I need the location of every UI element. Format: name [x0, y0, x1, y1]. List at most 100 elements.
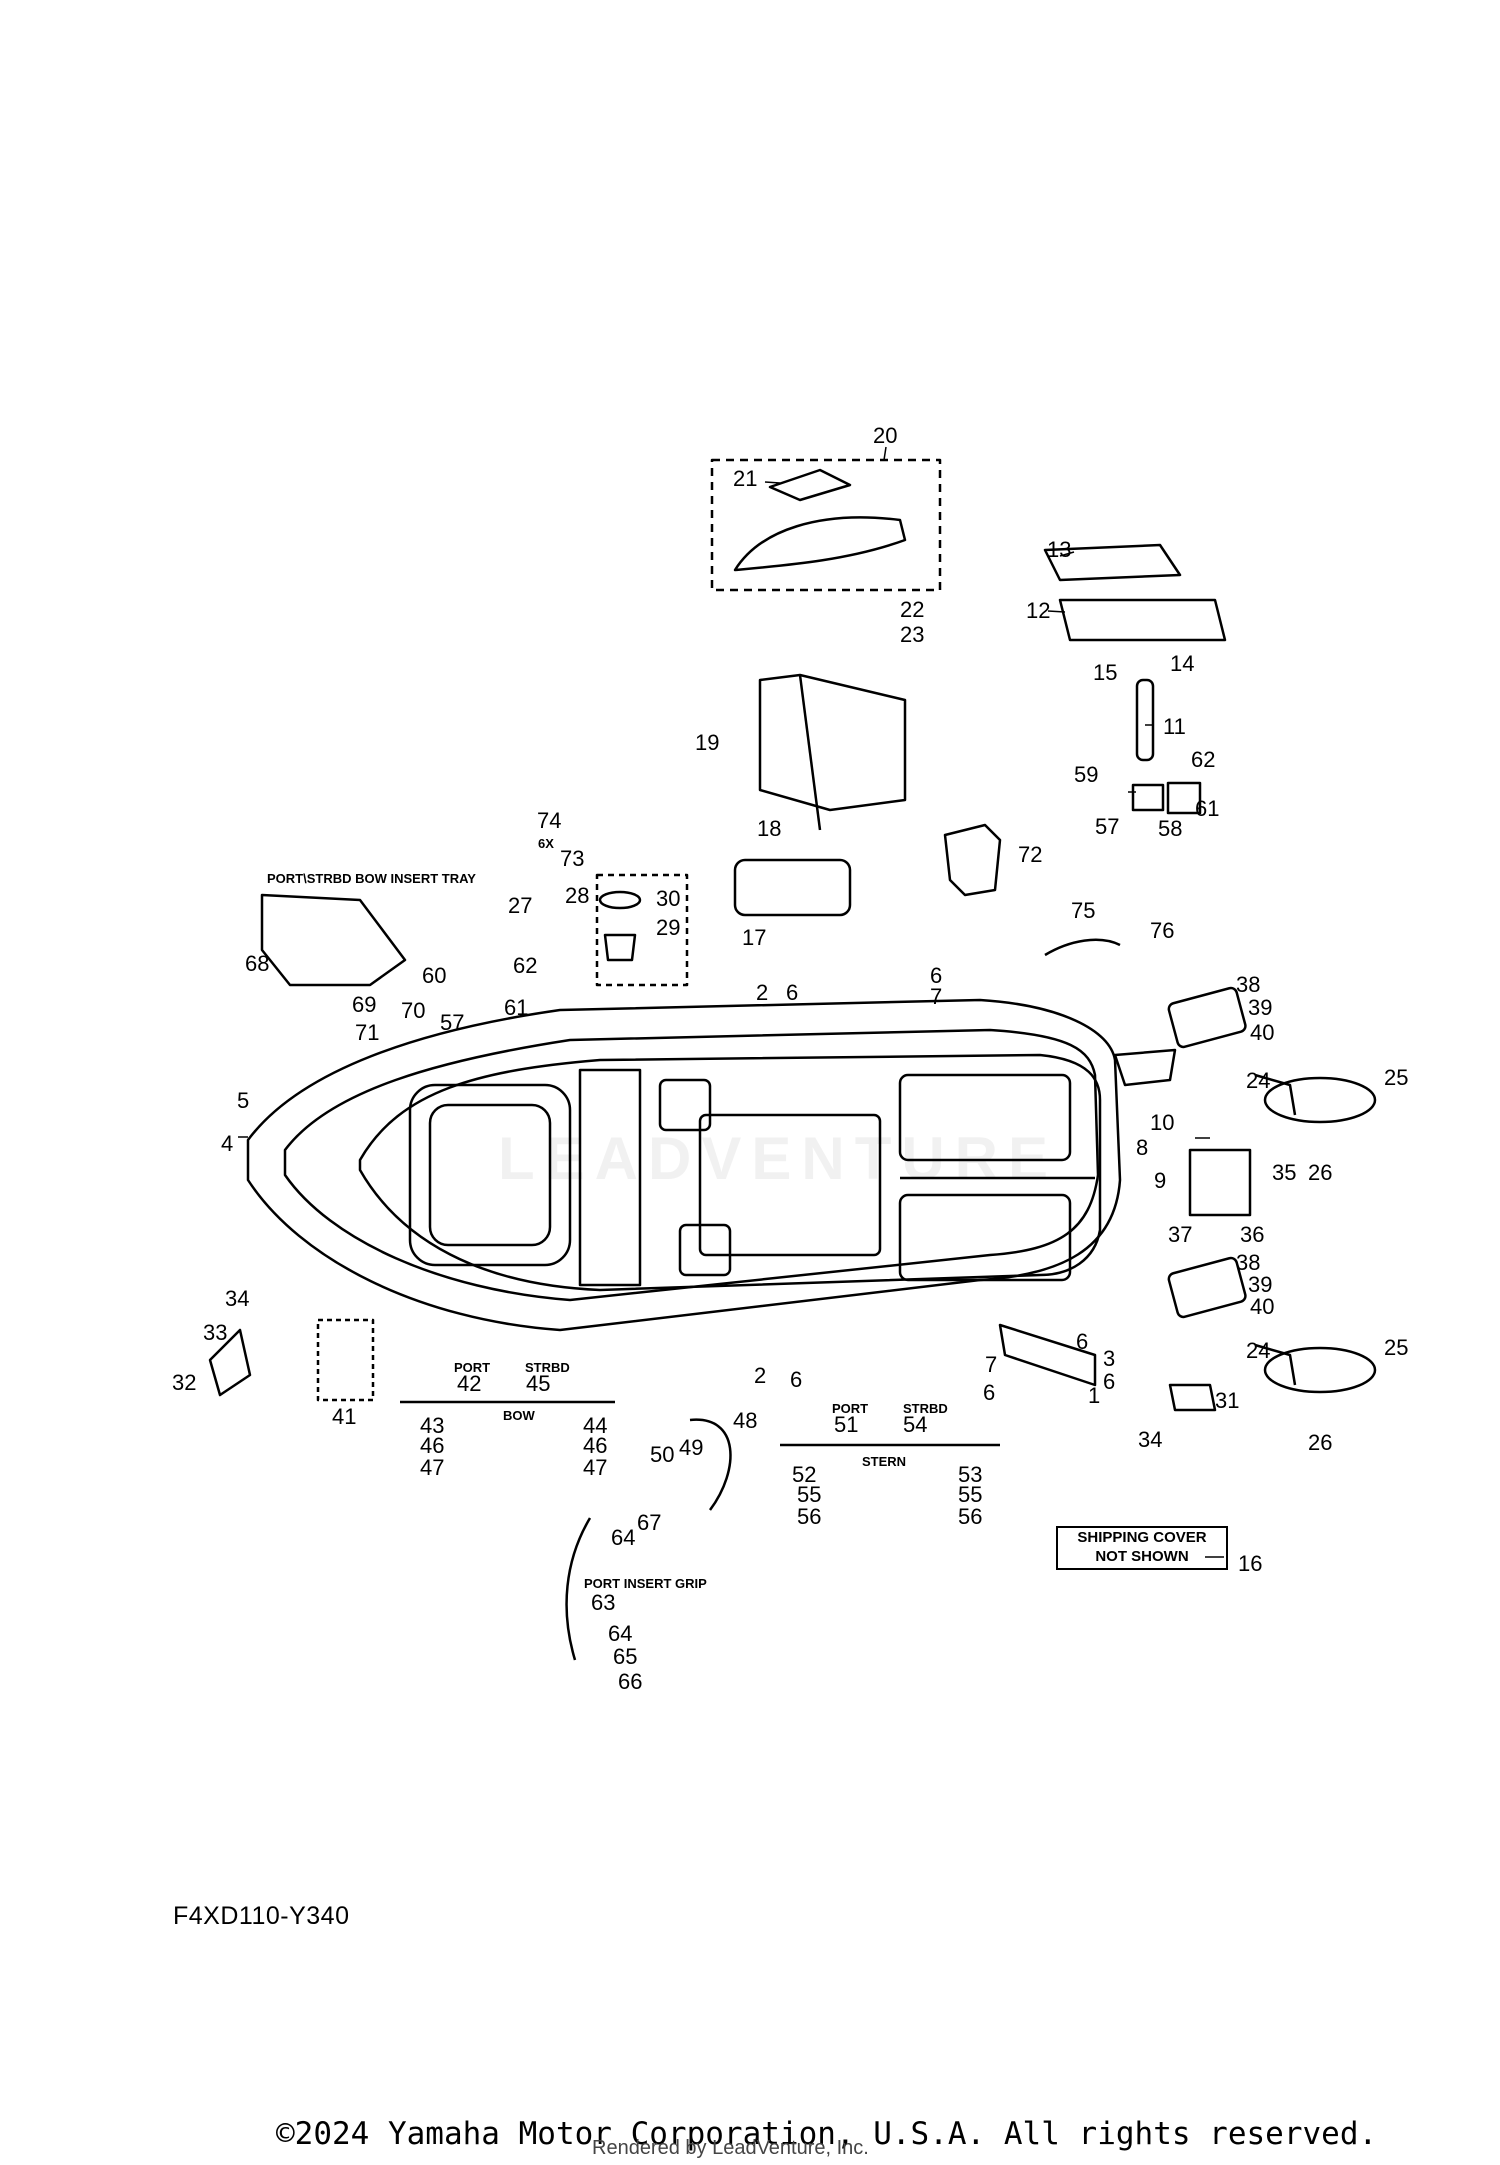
callout-41: 41	[332, 1404, 356, 1429]
callout-28: 28	[565, 883, 589, 908]
callout-34a: 34	[225, 1286, 249, 1311]
helm-cover	[733, 516, 907, 572]
compartment-12	[1058, 598, 1227, 642]
callout-19: 19	[695, 730, 719, 755]
callout-2b: 2	[754, 1363, 766, 1388]
callout-47a: 47	[420, 1455, 444, 1480]
callout-14: 14	[1170, 651, 1194, 676]
callout-52: 52	[792, 1462, 816, 1487]
callout-24b: 24	[1246, 1338, 1270, 1363]
label-port-insert-grip: PORT INSERT GRIP	[584, 1576, 707, 1591]
callout-58: 58	[1158, 816, 1182, 841]
label-port-b: PORT	[832, 1401, 868, 1416]
callout-27: 27	[508, 893, 532, 918]
switch-panel	[316, 1318, 375, 1402]
seat-pedestal-lower	[1263, 1346, 1377, 1394]
callout-10: 10	[1150, 1110, 1174, 1135]
label-6x: 6X	[538, 836, 554, 851]
callout-68: 68	[245, 951, 269, 976]
seat-pedestal-upper	[1263, 1076, 1377, 1124]
label-strbd-b: STRBD	[903, 1401, 948, 1416]
bow-insert-tray	[260, 893, 407, 987]
cup-holder-box	[595, 873, 689, 987]
cup-ring	[598, 890, 642, 910]
console-area	[578, 1068, 642, 1287]
callout-70: 70	[401, 998, 425, 1023]
callout-55b: 55	[958, 1482, 982, 1507]
aft-lounge-strbd	[898, 1193, 1072, 1282]
callout-25a: 25	[1384, 1065, 1408, 1090]
callout-72: 72	[1018, 842, 1042, 867]
callout-8: 8	[1136, 1135, 1148, 1160]
pole	[1135, 678, 1155, 762]
callout-40b: 40	[1250, 1294, 1274, 1319]
label-bow-insert-tray: PORT\STRBD BOW INSERT TRAY	[267, 871, 476, 886]
shipping-line-2: NOT SHOWN	[1095, 1548, 1189, 1565]
callout-21: 21	[733, 466, 757, 491]
helm-pad	[768, 468, 852, 502]
callout-55a: 55	[797, 1482, 821, 1507]
callout-13: 13	[1047, 537, 1071, 562]
callout-64b: 64	[608, 1621, 632, 1646]
callout-66: 66	[618, 1669, 642, 1694]
seat-arm-upper	[1254, 1073, 1297, 1116]
hull-outer	[246, 998, 1122, 1332]
callout-69: 69	[352, 992, 376, 1017]
callout-43: 43	[420, 1413, 444, 1438]
callout-38a: 38	[1236, 972, 1260, 997]
cup	[603, 933, 637, 962]
step-upper	[1167, 986, 1247, 1049]
callout-75: 75	[1071, 898, 1095, 923]
callout-24a: 24	[1246, 1068, 1270, 1093]
console-edge	[798, 674, 822, 831]
seat-strbd	[678, 1223, 732, 1277]
callout-4: 4	[221, 1131, 233, 1156]
callout-6b: 6	[930, 963, 942, 988]
callout-49: 49	[679, 1435, 703, 1460]
callout-39a: 39	[1248, 995, 1272, 1020]
cover-10	[1113, 1048, 1177, 1087]
callout-39b: 39	[1248, 1272, 1272, 1297]
callout-62b: 62	[1191, 747, 1215, 772]
callout-45: 45	[526, 1371, 550, 1396]
bow-cockpit	[408, 1083, 572, 1267]
callout-36: 36	[1240, 1222, 1264, 1247]
callout-30: 30	[656, 886, 680, 911]
callout-11: 11	[1163, 714, 1186, 739]
seat-port	[658, 1078, 712, 1132]
callout-53: 53	[958, 1462, 982, 1487]
deck	[358, 1053, 1102, 1292]
console	[758, 673, 907, 812]
callout-26a: 26	[1308, 1160, 1332, 1185]
cupholder-72	[943, 823, 1002, 897]
hull-inner	[283, 1028, 1100, 1302]
aft-lounge-port	[898, 1073, 1072, 1162]
cover-13	[1043, 543, 1182, 582]
callout-60: 60	[422, 963, 446, 988]
callout-48: 48	[733, 1408, 757, 1433]
bow-cockpit-inner	[428, 1103, 552, 1247]
label-bow: BOW	[503, 1408, 536, 1423]
callout-6c: 6	[1076, 1329, 1088, 1354]
callout-5: 5	[237, 1088, 249, 1113]
rendered-by: Rendered by LeadVenture, Inc.	[592, 2137, 869, 2159]
callout-71: 71	[355, 1020, 379, 1045]
step-lower	[1167, 1256, 1247, 1319]
callout-47b: 47	[583, 1455, 607, 1480]
callout-29: 29	[656, 915, 680, 940]
callout-67: 67	[637, 1510, 661, 1535]
shipping-cover-note: SHIPPING COVER NOT SHOWN	[1056, 1526, 1228, 1570]
callout-15: 15	[1093, 660, 1117, 685]
callout-7a: 7	[930, 984, 942, 1009]
cleat-32	[208, 1328, 252, 1397]
copyright: ©2024 Yamaha Motor Corporation, U.S.A. A…	[276, 2116, 1378, 2152]
callout-44: 44	[583, 1413, 607, 1438]
label-stern: STERN	[862, 1454, 906, 1469]
callout-63: 63	[591, 1590, 615, 1615]
callout-56a: 56	[797, 1504, 821, 1529]
callout-12: 12	[1026, 598, 1050, 623]
callout-74: 74	[537, 808, 561, 833]
callout-18: 18	[757, 816, 781, 841]
callout-2a: 2	[756, 980, 768, 1005]
callout-23: 23	[900, 622, 924, 647]
